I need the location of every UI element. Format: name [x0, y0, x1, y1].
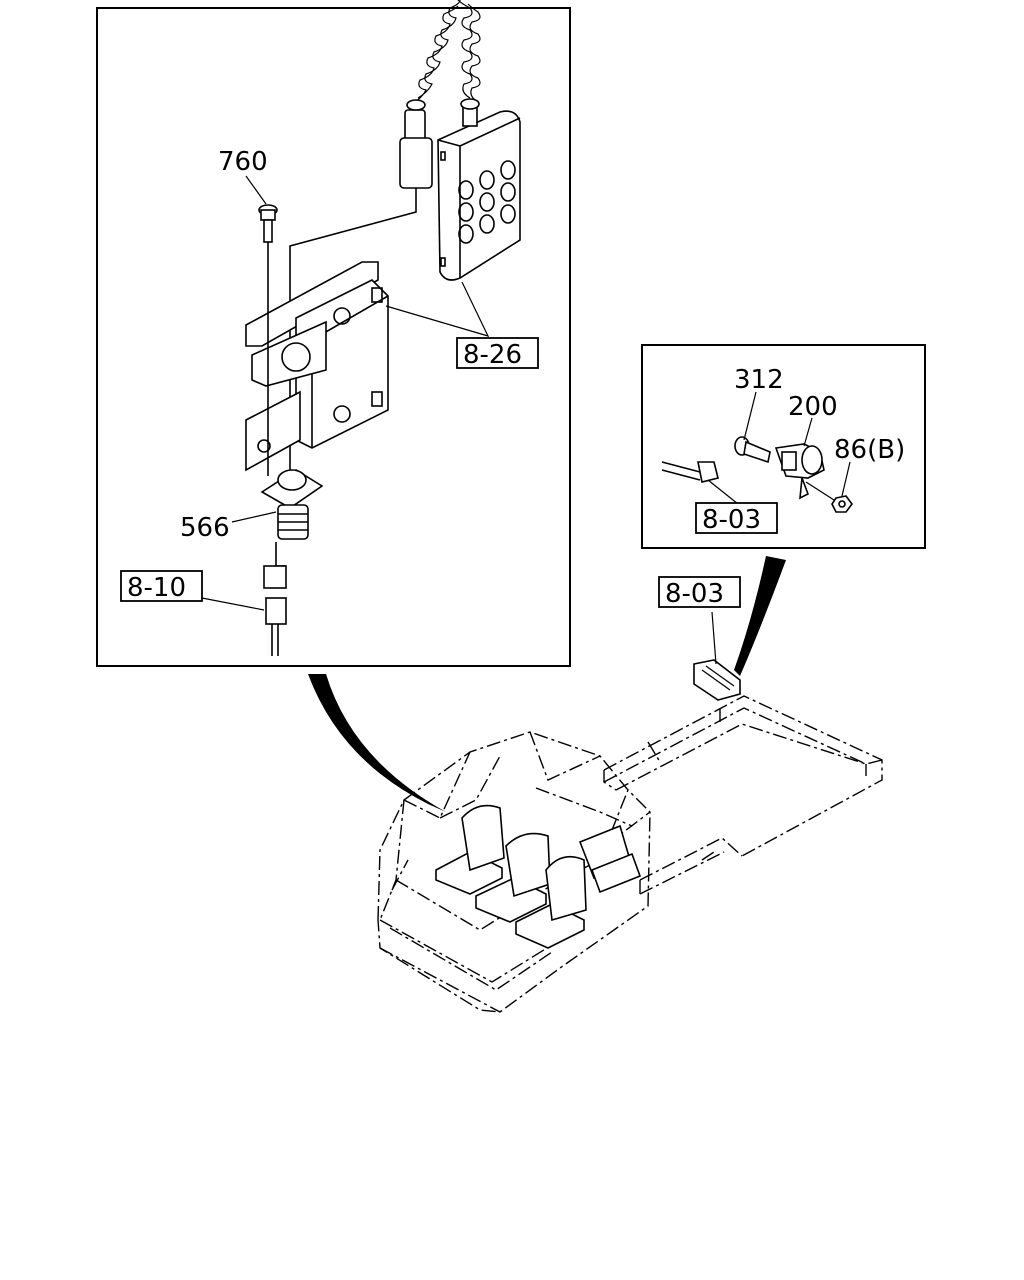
pointer-arrow-right	[734, 556, 786, 676]
callout-760: 760	[218, 147, 268, 177]
truck-overview: 8-03	[308, 556, 883, 1013]
cab-seats	[435, 804, 642, 949]
pendant-buttons	[458, 160, 516, 244]
callout-200: 200	[788, 392, 838, 422]
ref-box-8-26: 8-26	[463, 340, 522, 370]
callout-312: 312	[734, 365, 784, 395]
callout-566: 566	[180, 513, 230, 543]
ref-box-8-03-chassis: 8-03	[665, 579, 724, 609]
bolt-760	[258, 204, 278, 476]
remote-pendant-unit	[399, 0, 521, 281]
bolt-312	[734, 436, 771, 464]
ref-box-8-03-inset: 8-03	[702, 505, 761, 535]
chassis-frame	[603, 695, 883, 895]
callout-86b: 86(B)	[834, 435, 905, 465]
switch-200	[774, 443, 825, 500]
mounting-bracket	[245, 261, 389, 472]
detail-panel-left: 760 566 8-26 8-10	[96, 0, 571, 667]
pointer-arrow-left	[308, 674, 446, 812]
socket-566	[260, 469, 324, 656]
nut-86b	[831, 495, 853, 513]
ref-box-8-10: 8-10	[127, 573, 186, 603]
detail-panel-right: 312 200 86(B) 8-03	[641, 344, 926, 549]
